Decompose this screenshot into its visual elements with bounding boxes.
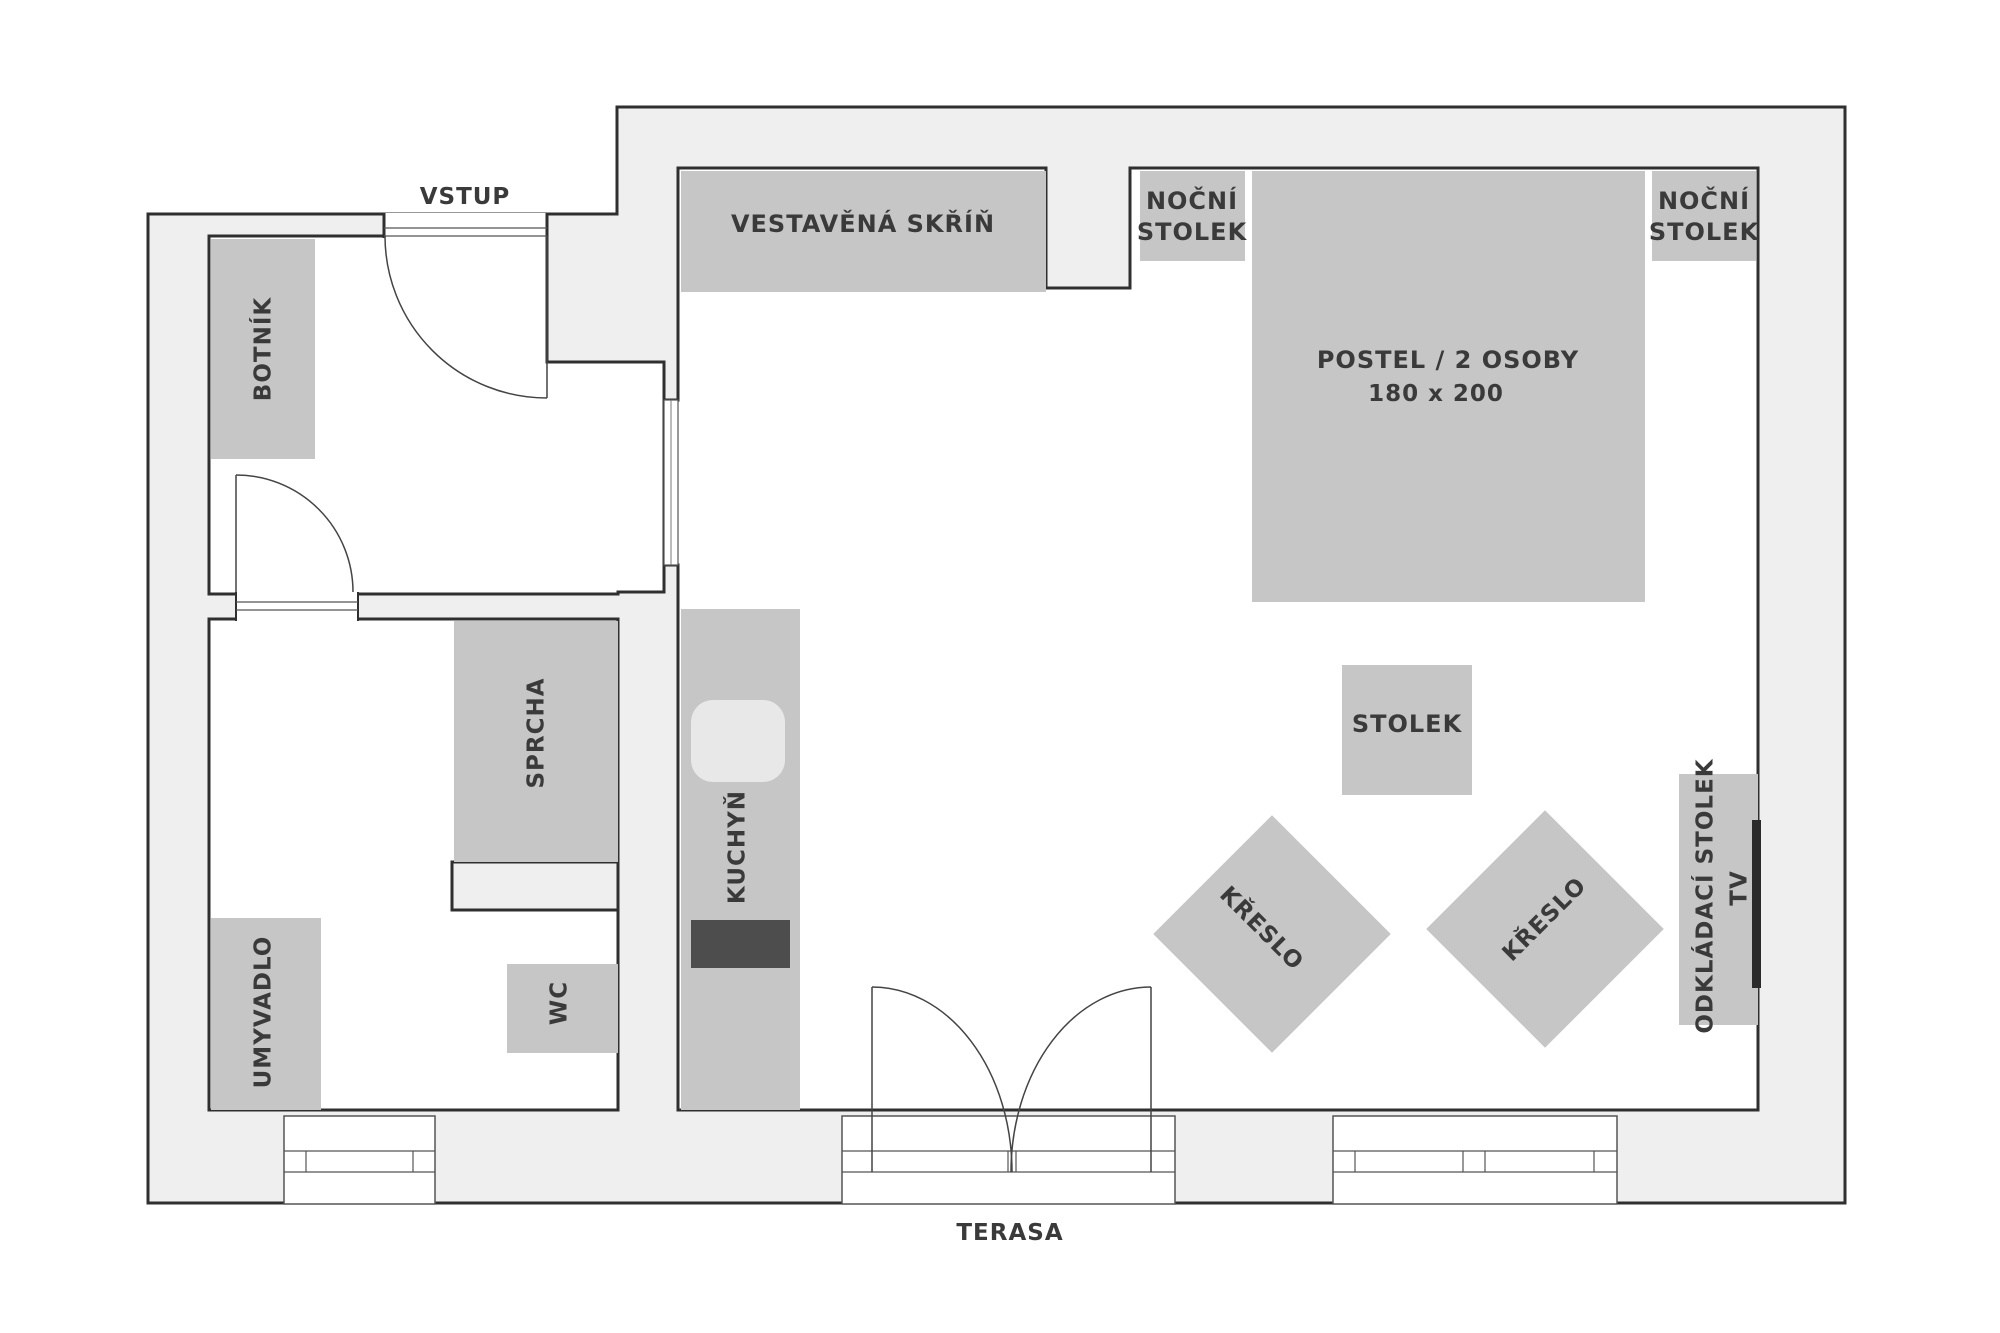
- bed: [1252, 171, 1645, 602]
- kitchen-sink: [691, 700, 785, 782]
- wc-label: WC: [547, 981, 573, 1025]
- side-table: [1679, 774, 1758, 1025]
- armchair-right: [1426, 810, 1664, 1048]
- bathroom-door-opening: [236, 592, 358, 621]
- bathroom-window[interactable]: [283, 1115, 436, 1205]
- tv: [1752, 820, 1761, 988]
- nightstand-right-label-2: STOLEK: [1649, 218, 1760, 246]
- living-room-window[interactable]: [1332, 1115, 1618, 1205]
- terrace-door-left-arc: [871, 986, 1013, 1173]
- entrance-label: VSTUP: [420, 184, 511, 210]
- wardrobe-label: VESTAVĚNÁ SKŘÍŇ: [731, 209, 995, 238]
- entrance-opening: [384, 213, 547, 238]
- shoe-rack: [211, 239, 315, 459]
- terrace-label: TERASA: [956, 1220, 1063, 1246]
- nightstand-left-label-2: STOLEK: [1137, 218, 1248, 246]
- nightstand-right-label-1: NOČNÍ: [1658, 185, 1750, 215]
- washbasin-label: UMYVADLO: [251, 936, 277, 1089]
- built-in-wardrobe: [681, 171, 1046, 292]
- nightstand-right: [1652, 171, 1756, 261]
- shoe-rack-label: BOTNÍK: [249, 297, 277, 402]
- wc: [507, 964, 618, 1053]
- entrance-door-arc: [384, 235, 548, 399]
- kitchen-counter: [681, 609, 800, 1110]
- coffee-table: [1342, 665, 1472, 795]
- tv-label: TV: [1727, 870, 1753, 906]
- side-table-label: ODKLÁDACÍ STOLEK: [1691, 758, 1719, 1033]
- bed-size-label: 180 x 200: [1368, 381, 1504, 407]
- kitchen-hob: [691, 920, 790, 968]
- nightstand-left-label-1: NOČNÍ: [1146, 185, 1238, 215]
- bed-label: POSTEL / 2 OSOBY: [1317, 346, 1579, 374]
- bathroom-door-arc: [235, 474, 354, 593]
- armchair-left: [1153, 815, 1391, 1053]
- kitchen-label: KUCHYŇ: [723, 790, 751, 904]
- nightstand-left: [1140, 171, 1245, 261]
- shower: [454, 621, 618, 862]
- terrace-door-right-arc: [1010, 986, 1152, 1173]
- shower-label: SPRCHA: [524, 677, 550, 788]
- bathroom-wall-stub: [450, 860, 620, 912]
- table-label: STOLEK: [1352, 710, 1463, 738]
- washbasin: [211, 918, 321, 1110]
